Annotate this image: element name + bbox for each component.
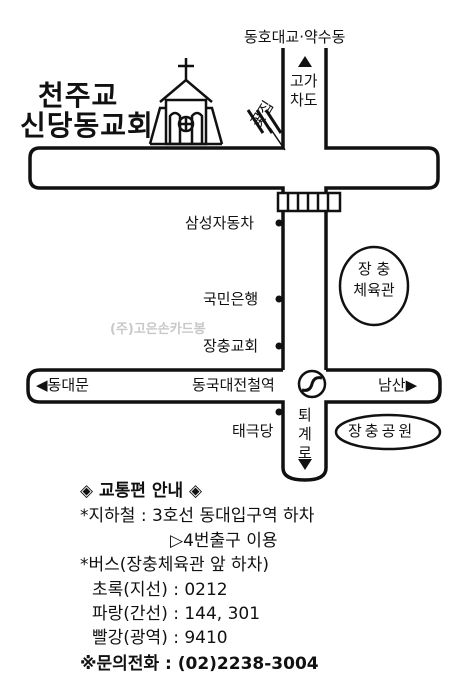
transit-bus-green: 초록(지선) : 0212 (92, 580, 228, 600)
flower-shop-hatch (246, 109, 283, 134)
gym-label-line2: 체육관 (353, 281, 395, 299)
road-outline-lower (26, 368, 442, 482)
taegukdang-label: 태극당 (232, 422, 274, 440)
jangchung-church-label: 장충교회 (203, 337, 259, 355)
taegukdang-dot (275, 408, 283, 416)
church-name-line1: 천주교 (38, 79, 119, 112)
arrow-down-icon (298, 459, 312, 470)
jangchung-park-outline (334, 413, 442, 451)
toegyero-label: 퇴 계 로 (298, 406, 312, 462)
jangchung-park-label: 장충공원 (348, 422, 416, 440)
watermark: (주)고은손카드봉 (110, 322, 206, 337)
samsung-dealer-dot (275, 219, 283, 227)
church-icon (148, 58, 224, 146)
arrow-up-icon (298, 56, 312, 67)
station-label: 동국대전철역 (192, 376, 275, 394)
transit-bus-red: 빨강(광역) : 9410 (92, 628, 228, 648)
transit-bus-blue: 파랑(간선) : 144, 301 (92, 604, 261, 624)
transit-phone: ※문의전화 : (02)2238-3004 (80, 654, 319, 674)
transit-subway-line2: ▷4번출구 이용 (170, 531, 278, 551)
subway-station-icon (297, 369, 327, 399)
flower-shop-pointer (269, 127, 286, 151)
samsung-dealer-label: 삼성자동차 (185, 214, 255, 232)
road-outline-upper (28, 48, 440, 370)
transit-bus-heading: *버스(장충체육관 앞 하차) (80, 555, 269, 575)
gogachado-label: 고가 차도 (290, 72, 318, 109)
kookmin-bank-label: 국민은행 (203, 290, 259, 308)
transit-heading: ◈ 교통편 안내 ◈ (80, 481, 203, 501)
transit-subway-line1: *지하철 : 3호선 동대입구역 하차 (80, 506, 315, 526)
church-name-line2: 신당동교회 (20, 109, 154, 142)
top-destination-label: 동호대교·약수동 (244, 28, 346, 46)
dongdaemun-label: ◀동대문 (36, 376, 89, 394)
gym-label-line1: 장 충 (357, 260, 391, 278)
crosswalk (276, 191, 342, 213)
kookmin-bank-dot (275, 295, 283, 303)
jangchung-church-dot (275, 342, 283, 350)
jangchung-gym-outline (338, 245, 410, 327)
namsan-label: 남산▶ (378, 376, 418, 394)
